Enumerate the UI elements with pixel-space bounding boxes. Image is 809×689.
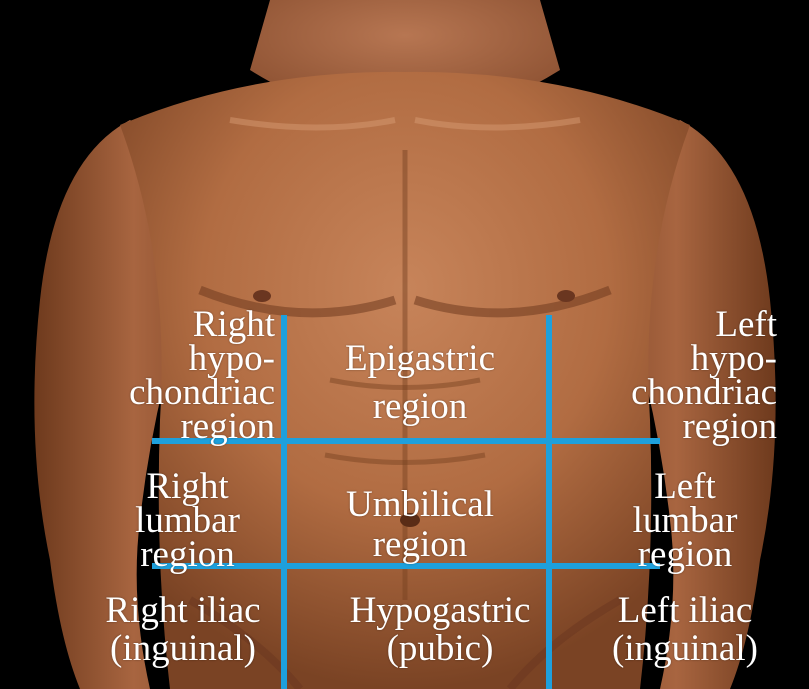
label-right-hypochondriac: Right hypo- chondriac region: [129, 308, 275, 444]
label-left-lumbar: Left lumbar region: [600, 470, 770, 572]
label-right-lumbar: Right lumbar region: [100, 470, 275, 572]
label-epigastric: Epigastric region: [300, 342, 540, 424]
label-umbilical: Umbilical region: [300, 488, 540, 562]
label-hypogastric: Hypogastric (pubic): [320, 594, 560, 666]
label-left-hypochondriac: Left hypo- chondriac region: [631, 308, 777, 444]
label-right-iliac: Right iliac (inguinal): [78, 594, 288, 666]
label-left-iliac: Left iliac (inguinal): [580, 594, 790, 666]
